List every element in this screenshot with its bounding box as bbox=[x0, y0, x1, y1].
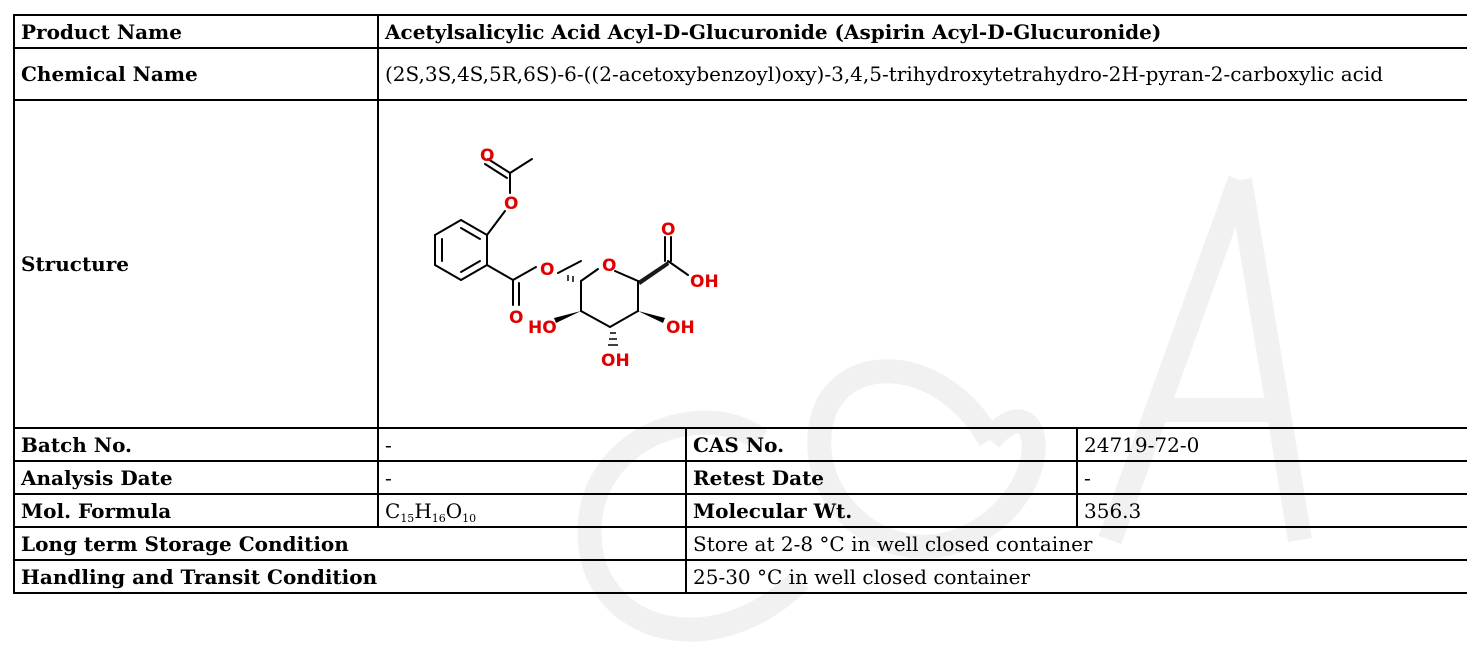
formula-h: H bbox=[414, 498, 432, 523]
retest-date-value: - bbox=[1075, 460, 1467, 495]
structure-label: Structure bbox=[13, 99, 379, 429]
cas-no-value: 24719-72-0 bbox=[1075, 427, 1467, 462]
analysis-date-label: Analysis Date bbox=[13, 460, 379, 495]
mol-formula-label: Mol. Formula bbox=[13, 493, 379, 528]
storage-row: Long term Storage Condition Store at 2-8… bbox=[13, 526, 1467, 561]
product-name-value: Acetylsalicylic Acid Acyl-D-Glucuronide … bbox=[376, 14, 1467, 49]
formula-h-count: 16 bbox=[431, 511, 446, 525]
transit-label: Handling and Transit Condition bbox=[13, 559, 687, 594]
formula-c-count: 15 bbox=[400, 511, 415, 525]
atom-label: OH bbox=[690, 272, 719, 292]
product-name-label: Product Name bbox=[13, 14, 379, 49]
transit-value: 25-30 °C in well closed container bbox=[684, 559, 1467, 594]
atom-label: O bbox=[661, 220, 675, 240]
batch-cas-row: Batch No. - CAS No. 24719-72-0 bbox=[13, 427, 1467, 462]
retest-date-label: Retest Date bbox=[685, 460, 1078, 495]
formula-o-count: 10 bbox=[462, 511, 477, 525]
chemical-structure-image: O O O O O OH O HO OH OH bbox=[434, 146, 719, 371]
structure-row: Structure bbox=[13, 99, 1467, 429]
chemical-name-label: Chemical Name bbox=[13, 47, 379, 101]
formula-row: Mol. Formula C15H16O10 Molecular Wt. 356… bbox=[13, 493, 1467, 528]
atom-label: O bbox=[509, 308, 523, 328]
molecular-wt-value: 356.3 bbox=[1075, 493, 1467, 528]
batch-no-value: - bbox=[377, 427, 687, 462]
coa-table: Product Name Acetylsalicylic Acid Acyl-D… bbox=[13, 14, 1467, 594]
analysis-date-value: - bbox=[377, 460, 687, 495]
cas-no-label: CAS No. bbox=[685, 427, 1078, 462]
structure-cell: O O O O O OH O HO OH OH bbox=[376, 99, 1467, 429]
formula-c: C bbox=[385, 498, 401, 523]
molecular-wt-label: Molecular Wt. bbox=[685, 493, 1078, 528]
storage-value: Store at 2-8 °C in well closed container bbox=[684, 526, 1467, 561]
storage-label: Long term Storage Condition bbox=[13, 526, 687, 561]
atom-label: O bbox=[480, 146, 494, 166]
atom-label: OH bbox=[601, 351, 630, 371]
formula-o: O bbox=[445, 498, 463, 523]
dates-row: Analysis Date - Retest Date - bbox=[13, 460, 1467, 495]
atom-label: HO bbox=[528, 318, 557, 338]
product-name-row: Product Name Acetylsalicylic Acid Acyl-D… bbox=[13, 14, 1467, 49]
atom-label: O bbox=[504, 194, 518, 214]
transit-row: Handling and Transit Condition 25-30 °C … bbox=[13, 559, 1467, 594]
atom-label: OH bbox=[666, 318, 695, 338]
chemical-name-row: Chemical Name (2S,3S,4S,5R,6S)-6-((2-ace… bbox=[13, 47, 1467, 101]
atom-label: O bbox=[602, 256, 616, 276]
batch-no-label: Batch No. bbox=[13, 427, 379, 462]
mol-formula-value: C15H16O10 bbox=[377, 493, 687, 528]
chemical-name-value: (2S,3S,4S,5R,6S)-6-((2-acetoxybenzoyl)ox… bbox=[376, 47, 1467, 101]
atom-label: O bbox=[540, 260, 554, 280]
